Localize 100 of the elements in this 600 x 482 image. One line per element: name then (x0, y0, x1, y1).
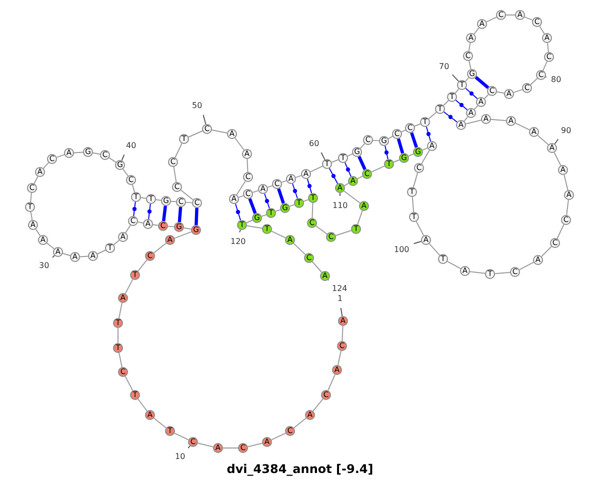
backbone-line (446, 260, 462, 270)
backbone-line (271, 432, 286, 440)
base-pair-line (277, 188, 285, 204)
backbone-line (474, 105, 478, 110)
backbone-line (246, 158, 248, 172)
backbone-line (56, 154, 65, 158)
backbone-line (518, 262, 534, 270)
backbone-line (537, 134, 549, 146)
base-pair-line (396, 138, 404, 154)
position-number: 60 (309, 139, 320, 148)
base-pair-line (234, 203, 242, 221)
backbone-line (564, 174, 568, 191)
base-pair-line (384, 145, 388, 160)
backbone-line (556, 224, 564, 239)
backbone-line (494, 272, 511, 274)
backbone-line (122, 168, 129, 176)
backbone-line (271, 230, 286, 238)
base-pair-line (455, 100, 468, 110)
backbone-line (360, 143, 366, 149)
backbone-line (234, 138, 244, 150)
backbone-line (174, 432, 189, 440)
backbone-line (541, 246, 552, 257)
backbone-line (372, 140, 380, 142)
position-number: 40 (126, 141, 136, 150)
backbone-line (371, 166, 385, 172)
backbone-line (261, 214, 267, 217)
position-number: 80 (551, 74, 562, 84)
backbone-line (530, 78, 538, 86)
backbone-line (30, 192, 32, 203)
base-pair-line (292, 183, 298, 199)
backbone-line (338, 350, 342, 366)
backbone-line (42, 162, 50, 169)
backbone-line (236, 180, 246, 196)
backbone-line (412, 196, 414, 213)
backbone-line (421, 150, 430, 164)
base-pair-line (148, 203, 151, 220)
backbone-line (316, 225, 328, 235)
backbone-line (275, 209, 281, 212)
backbone-line (515, 122, 530, 130)
backbone-line (416, 220, 424, 236)
backbone-line (328, 374, 336, 391)
backbone-line (252, 190, 259, 193)
position-number: 1 (338, 294, 343, 303)
backbone-line (289, 204, 295, 207)
backbone-line (465, 120, 482, 124)
backbone-line (412, 172, 418, 188)
backbone-line (188, 130, 203, 138)
backbone-line (153, 242, 167, 254)
backbone-line (443, 100, 449, 106)
base-pair-line (443, 112, 458, 122)
backbone-line (174, 231, 192, 239)
backbone-line (428, 243, 440, 256)
backbone-line (153, 418, 167, 428)
backbone-line (310, 166, 323, 172)
backbone-line (140, 197, 147, 199)
backbone-line (124, 278, 134, 294)
backbone-line (152, 224, 159, 226)
backbone-line (118, 352, 122, 368)
backbone-line (97, 250, 106, 254)
backbone-line (113, 240, 120, 246)
backbone-line (554, 152, 562, 166)
backbone-line (211, 129, 228, 134)
position-number: 10 (175, 452, 186, 461)
backbone-line (173, 166, 177, 183)
backbone-line (246, 225, 263, 229)
base-pair-line (358, 156, 366, 170)
base-pair-line (328, 168, 338, 184)
backbone-line (469, 271, 486, 274)
backbone-line (197, 442, 214, 448)
backbone-line (186, 202, 192, 204)
backbone-line (247, 442, 263, 448)
backbone-line (542, 61, 548, 71)
backbone-line (267, 185, 273, 188)
backbone-line (46, 242, 55, 250)
backbone-line (30, 211, 33, 221)
base-pair-line (306, 178, 312, 194)
backbone-line (490, 118, 507, 122)
base-pair-line (410, 132, 418, 148)
backbone-line (108, 157, 116, 163)
backbone-line (474, 27, 480, 35)
position-number: 90 (561, 126, 572, 135)
caption: dvi_4384_annot [-9.4] (226, 462, 374, 476)
backbone-line (484, 94, 489, 99)
base-pair-line (426, 126, 432, 142)
backbone-line (80, 256, 88, 258)
backbone-line (454, 88, 460, 94)
position-number: 120 (230, 237, 246, 246)
position-number: 100 (394, 245, 410, 254)
base-pair-line (162, 206, 167, 222)
backbone-line (464, 116, 468, 122)
backbone-line (357, 210, 363, 225)
backbone-line (118, 302, 123, 319)
backbone-line (168, 226, 174, 228)
backbone-line (281, 180, 287, 183)
backbone-line (428, 112, 437, 120)
backbone-line (468, 60, 472, 70)
backbone-line (547, 42, 549, 53)
backbone-line (293, 242, 306, 256)
backbone-line (35, 228, 41, 236)
backbone-line (124, 376, 134, 392)
